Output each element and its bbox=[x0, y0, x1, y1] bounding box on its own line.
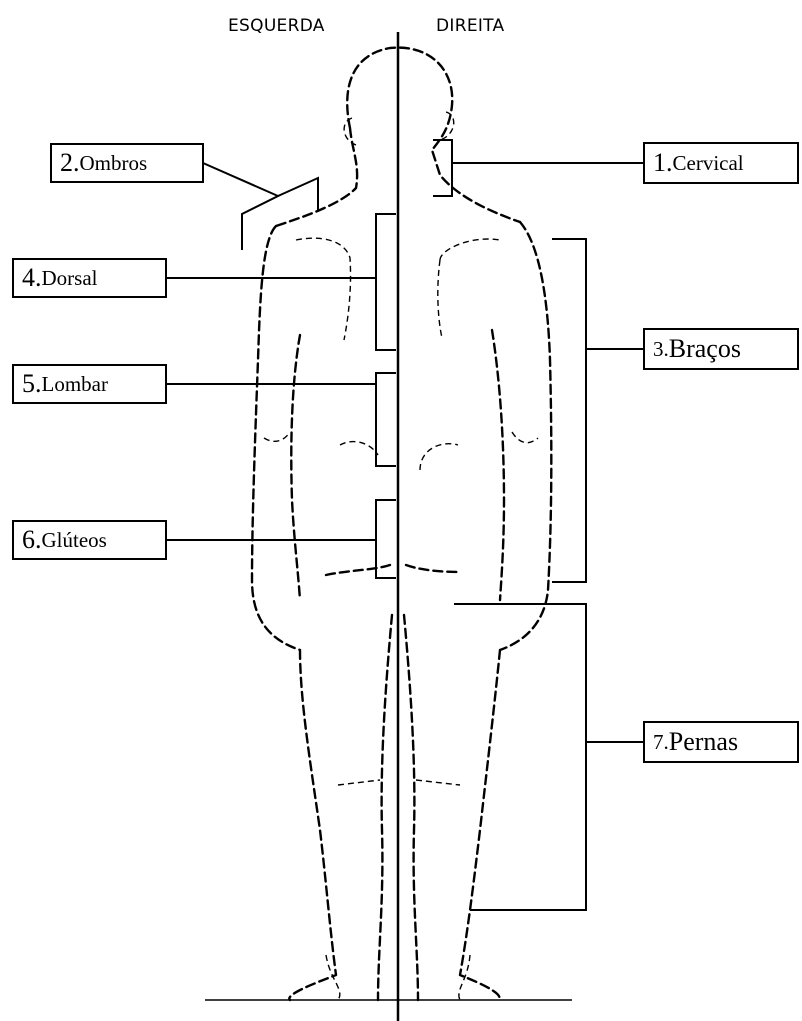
region-pernas-name: Pernas bbox=[669, 729, 738, 755]
region-pernas[interactable]: 7. Pernas bbox=[643, 721, 799, 763]
region-dorsal-number: 4. bbox=[22, 265, 42, 291]
region-bracos-name: Braços bbox=[669, 336, 741, 362]
right-hip-curve bbox=[420, 444, 458, 470]
region-ombros-name: Ombros bbox=[80, 153, 148, 174]
left-inner-leg bbox=[378, 615, 392, 1000]
region-dorsal[interactable]: 4.Dorsal bbox=[12, 258, 167, 298]
left-shoulder-blade bbox=[296, 238, 351, 340]
left-hip-curve bbox=[340, 442, 378, 455]
left-inner-arm bbox=[291, 335, 300, 600]
dorsal-bracket bbox=[376, 214, 396, 350]
region-gluteos[interactable]: 6.Glúteos bbox=[12, 520, 167, 560]
cervical-bracket bbox=[433, 140, 452, 196]
region-ombros-number: 2. bbox=[60, 150, 80, 176]
region-pernas-number: 7. bbox=[653, 732, 669, 753]
ombros-leader bbox=[203, 163, 318, 250]
region-lombar-number: 5. bbox=[22, 371, 42, 397]
region-bracos-number: 3. bbox=[653, 339, 669, 360]
right-inner-leg bbox=[404, 615, 418, 1000]
region-dorsal-name: Dorsal bbox=[42, 268, 98, 289]
region-gluteos-number: 6. bbox=[22, 527, 42, 553]
left-waist bbox=[264, 432, 290, 441]
pernas-bracket bbox=[454, 604, 586, 910]
region-lombar-name: Lombar bbox=[42, 374, 108, 395]
left-body-outline bbox=[252, 226, 336, 1000]
gluteal-line bbox=[326, 565, 460, 575]
region-cervical-number: 1. bbox=[653, 150, 673, 176]
region-bracos[interactable]: 3. Braços bbox=[643, 328, 799, 370]
right-knee-line bbox=[416, 780, 460, 785]
right-body-outline bbox=[460, 222, 551, 1000]
right-shoulder-blade bbox=[438, 239, 500, 338]
region-gluteos-name: Glúteos bbox=[42, 530, 107, 551]
bracos-bracket bbox=[552, 239, 586, 582]
right-waist bbox=[512, 432, 538, 443]
region-cervical-name: Cervical bbox=[673, 153, 744, 174]
left-knee-line bbox=[338, 780, 380, 785]
region-ombros[interactable]: 2.Ombros bbox=[50, 143, 204, 183]
region-lombar[interactable]: 5.Lombar bbox=[12, 364, 167, 404]
lombar-bracket bbox=[376, 373, 396, 466]
right-inner-arm bbox=[492, 330, 504, 600]
region-cervical[interactable]: 1.Cervical bbox=[643, 142, 799, 184]
